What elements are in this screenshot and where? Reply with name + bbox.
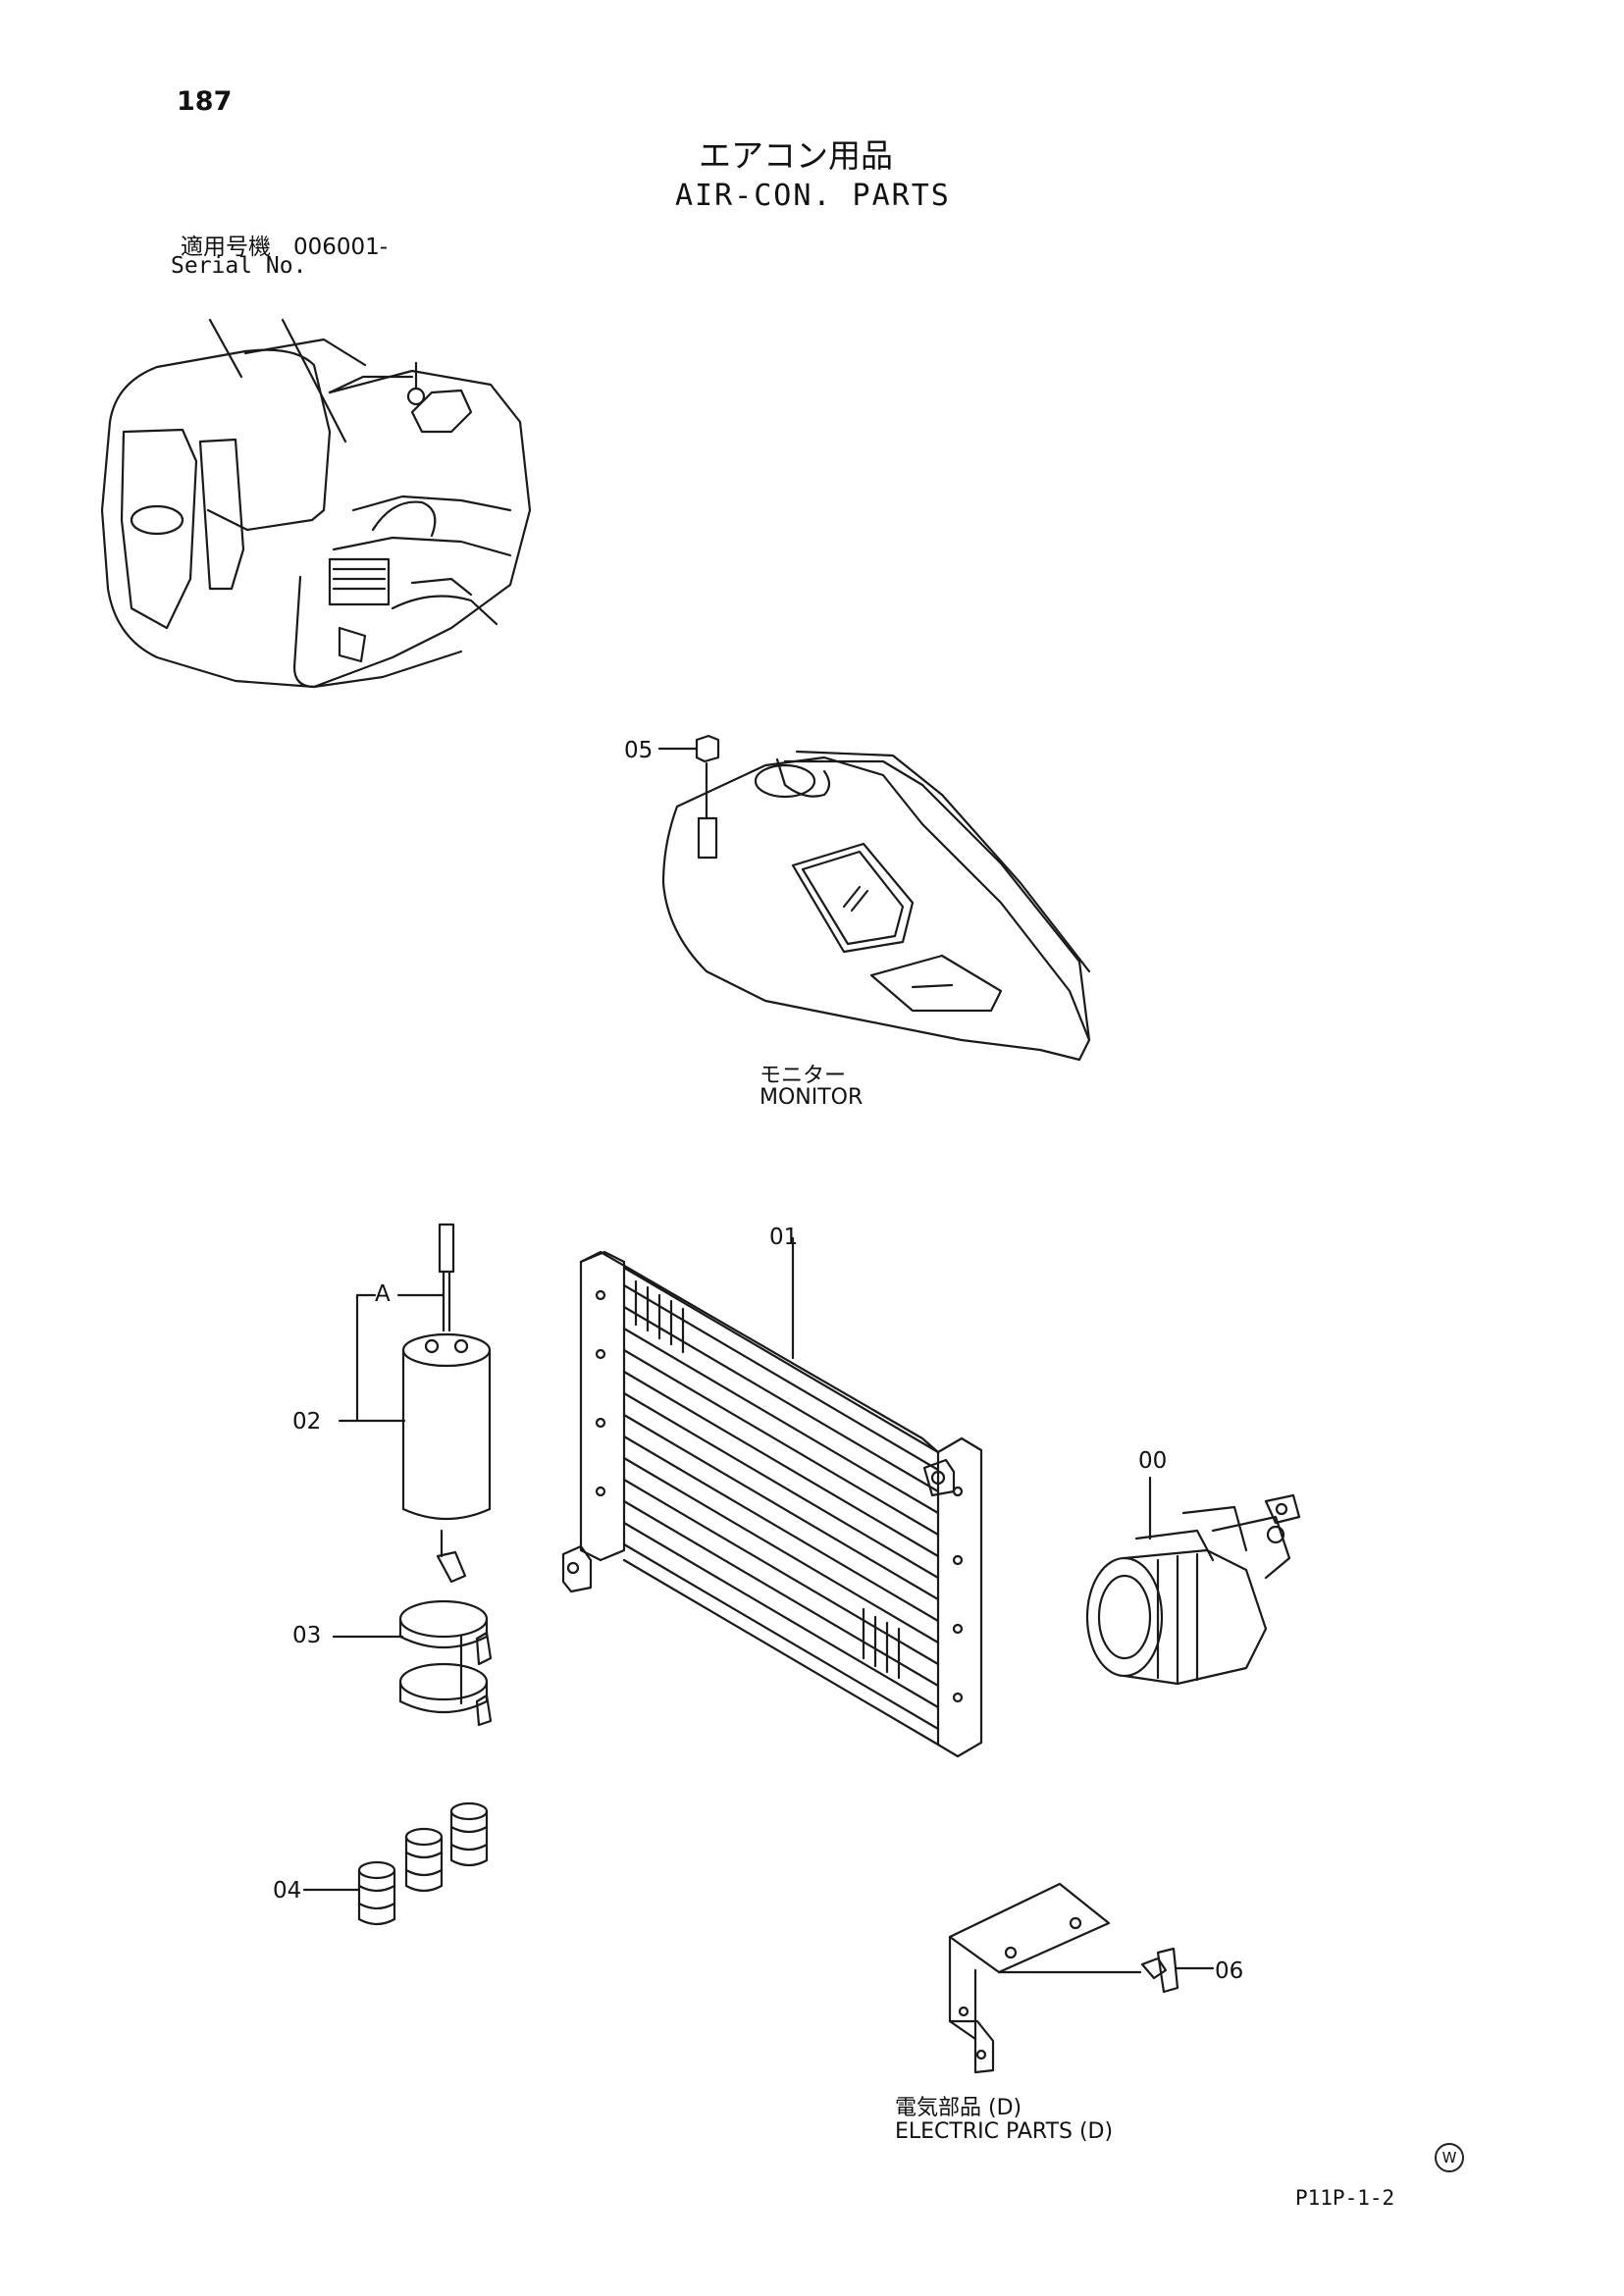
page-code: P11P-1-2 [1295, 2186, 1395, 2210]
callout-05: 05 [624, 738, 654, 763]
page-title-english: AIR-CON. PARTS [675, 179, 951, 213]
callout-06: 06 [1215, 1958, 1244, 1984]
electric-parts-label-japanese: 電気部品 (D) [895, 2096, 1022, 2120]
condenser-illustration [561, 1236, 983, 1758]
w-circle-mark: W [1435, 2143, 1464, 2172]
callout-02: 02 [292, 1409, 322, 1435]
electric-parts-label-english: ELECTRIC PARTS (D) [895, 2119, 1114, 2144]
monitor-label-japanese: モニター [760, 1064, 847, 1088]
electric-parts-illustration [948, 1882, 1215, 2074]
callout-03: 03 [292, 1623, 322, 1648]
monitor-illustration [657, 734, 1091, 1062]
monitor-label-english: MONITOR [760, 1085, 864, 1110]
desiccant-cartridges-illustration [302, 1801, 489, 1926]
page-number: 187 [177, 86, 233, 117]
callout-a: A [375, 1281, 391, 1307]
bracket-clamp-illustration [332, 1550, 493, 1727]
callout-00: 00 [1138, 1448, 1168, 1474]
page-title-japanese: エアコン用品 [699, 136, 893, 175]
callout-04: 04 [273, 1878, 302, 1904]
excavator-overview-illustration [100, 318, 532, 689]
compressor-illustration [1085, 1476, 1301, 1686]
receiver-drier-illustration [338, 1223, 492, 1558]
serial-number-english: Serial No. [171, 253, 307, 279]
serial-number-japanese: 適用号機 006001- [181, 235, 389, 260]
